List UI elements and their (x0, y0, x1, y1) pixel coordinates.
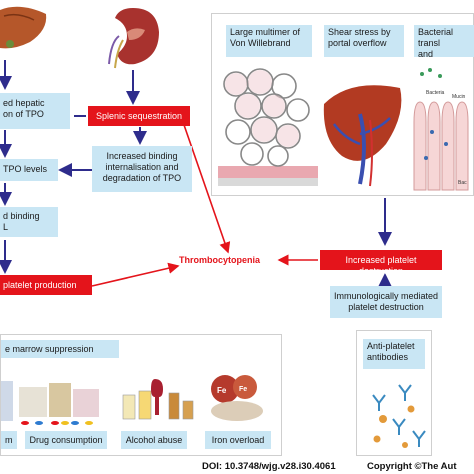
marrow-suppression-panel: e marrow suppression Fe Fe (0, 334, 282, 456)
binding-box-left: d binding L (0, 207, 58, 237)
bac-label: Baс (458, 180, 467, 186)
drug-consumption-label: Drug consumption (25, 431, 107, 449)
doi-text: DOI: 10.3748/wjg.v28.i30.4061 (202, 461, 336, 472)
kidney-illustration (105, 2, 163, 72)
marrow-item-image-1 (1, 371, 15, 427)
vwf-multimer-illustration (218, 62, 318, 194)
antibodies-illustration (363, 375, 427, 453)
iron-overload-image: Fe Fe (203, 365, 275, 429)
alcohol-abuse-label: Alcohol abuse (121, 431, 187, 449)
splenic-sequestration-box: Splenic sequestration (88, 106, 190, 126)
hepatic-production-box: ed hepatic on of TPO (0, 93, 70, 129)
immunologic-destruction-box: Immunologically mediated platelet destru… (330, 286, 442, 318)
mucin-label: Mucin (452, 94, 466, 100)
arrow-production-thrombo (91, 262, 180, 287)
portal-liver-illustration (320, 74, 408, 192)
tpo-levels-box: TPO levels (0, 159, 58, 181)
shear-stress-label: Shear stress by portal overflow (324, 25, 404, 57)
iron-overload-label: Iron overload (205, 431, 271, 449)
gut-bacteria-illustration: Bacteria Mucin Baс (412, 62, 474, 194)
platelet-destruction-box: Increased platelet destruction (320, 250, 442, 276)
bacterial-translocation-label: Bacterial transl and endotoxe (414, 25, 474, 57)
vwf-label: Large multimer of Von Willebrand (226, 25, 312, 57)
antibodies-panel: Anti-platelet antibodies (356, 330, 432, 456)
platelet-production-box: platelet production (0, 275, 92, 295)
alcohol-glasses-image (119, 371, 197, 429)
svg-text:Fe: Fe (217, 386, 227, 395)
copyright-text: Copyright ©The Aut (367, 461, 457, 472)
antibodies-label: Anti-platelet antibodies (363, 339, 425, 369)
liver-illustration (0, 0, 50, 55)
bacteria-label: Bacteria (426, 90, 445, 96)
marrow-header: e marrow suppression (1, 340, 119, 358)
svg-text:Fe: Fe (239, 386, 247, 393)
arrow-splenic-thrombo (182, 121, 231, 254)
tpo-degradation-box: Increased binding internalisation and de… (92, 146, 192, 192)
drug-pills-image (15, 375, 103, 427)
marrow-item-label-1: m (1, 431, 17, 449)
mechanisms-panel: Large multimer of Von Willebrand Shear s… (211, 13, 474, 196)
thrombocytopenia-label: Thrombocytopenia (179, 255, 261, 265)
